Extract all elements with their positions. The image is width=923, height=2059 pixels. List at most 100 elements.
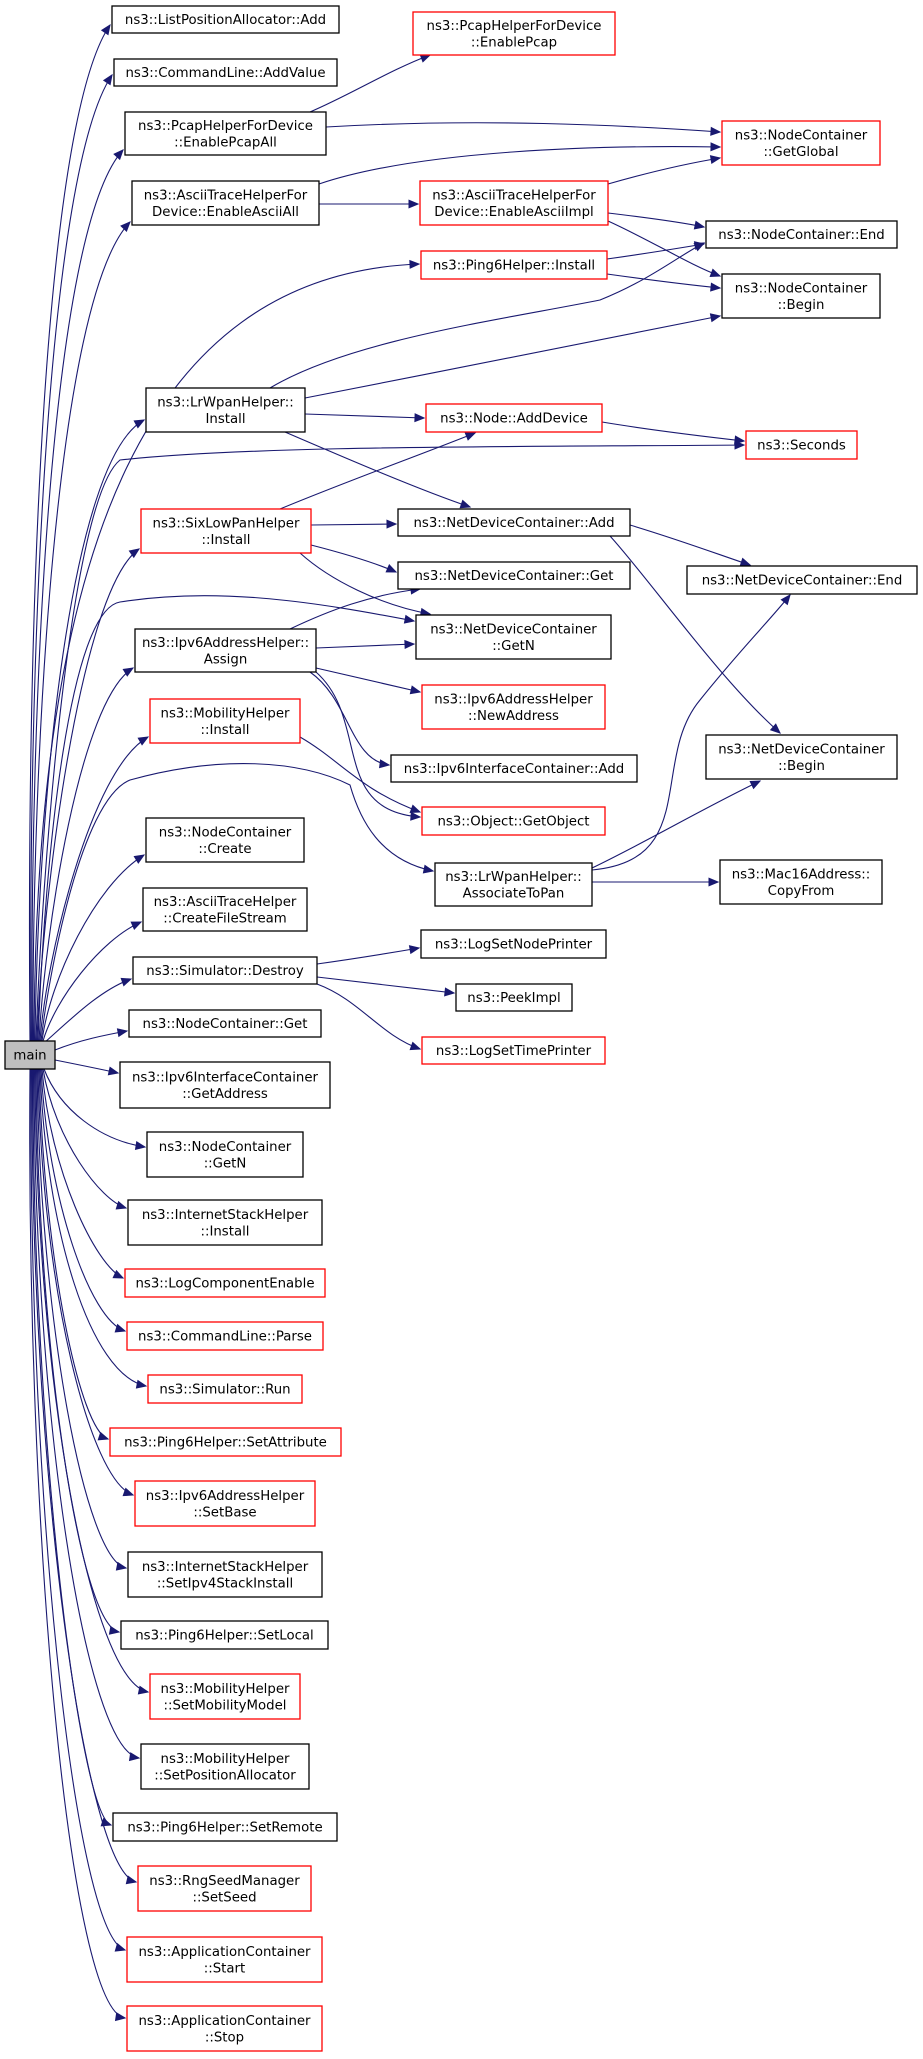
node-label: ns3::NetDeviceContainer::End [702, 574, 903, 589]
node-cl_parse[interactable]: ns3::CommandLine::Parse [126, 1321, 324, 1351]
edge-main-to-sim_destroy [43, 977, 133, 1044]
edge-line [607, 212, 705, 228]
node-ndc_get[interactable]: ns3::NetDeviceContainer::Get [397, 561, 631, 590]
node-athfd_enableasciiimpl[interactable]: ns3::AsciiTraceHelperForDevice::EnableAs… [419, 180, 609, 226]
node-mobility_setmobilitymodel[interactable]: ns3::MobilityHelper::SetMobilityModel [149, 1673, 301, 1720]
node-ping6_setremote[interactable]: ns3::Ping6Helper::SetRemote [112, 1812, 338, 1842]
edge-main-to-mobility_setpositionallocator [33, 1068, 141, 1762]
node-ndc_begin[interactable]: ns3::NetDeviceContainer::Begin [705, 734, 898, 780]
node-label: ::Install [201, 723, 250, 738]
node-box [113, 58, 338, 87]
node-seconds[interactable]: ns3::Seconds [745, 430, 858, 460]
node-lrwpan_install[interactable]: ns3::LrWpanHelper::Install [145, 387, 306, 433]
edge-main-to-lrwpan_associatetopan [40, 763, 435, 1042]
arrowhead [378, 759, 391, 769]
edge-sim_destroy-to-peekimpl [316, 976, 456, 997]
node-ndc_add[interactable]: ns3::NetDeviceContainer::Add [397, 508, 631, 537]
node-logsettimeprinter[interactable]: ns3::LogSetTimePrinter [421, 1036, 606, 1065]
node-phfd_enablepcap[interactable]: ns3::PcapHelperForDevice::EnablePcap [412, 11, 616, 56]
node-ndc_end[interactable]: ns3::NetDeviceContainer::End [686, 565, 918, 595]
node-box [140, 508, 312, 554]
node-label: ns3::PcapHelperForDevice [427, 19, 602, 34]
edge-main-to-phfd_enablepcapall [31, 149, 124, 1042]
node-node_adddevice[interactable]: ns3::Node::AddDevice [425, 403, 603, 433]
node-object_getobject[interactable]: ns3::Object::GetObject [421, 806, 606, 836]
node-label: ns3::NetDeviceContainer [718, 742, 885, 757]
node-ath_createfilestream[interactable]: ns3::AsciiTraceHelper::CreateFileStream [142, 887, 308, 932]
node-peekimpl[interactable]: ns3::PeekImpl [455, 983, 573, 1012]
edge-line [42, 921, 142, 1042]
arrowhead [125, 1875, 138, 1885]
node-label: ns3::NetDeviceContainer::Add [413, 516, 614, 531]
node-mobility_setpositionallocator[interactable]: ns3::MobilityHelper::SetPositionAllocato… [140, 1743, 310, 1790]
node-box [146, 1131, 304, 1178]
edge-line [289, 588, 421, 630]
node-nc_create[interactable]: ns3::NodeContainer::Create [145, 817, 305, 863]
node-box [745, 430, 858, 460]
node-ish_install[interactable]: ns3::InternetStackHelper::Install [127, 1199, 323, 1246]
arrowhead [404, 639, 416, 649]
node-lrwpan_associatetopan[interactable]: ns3::LrWpanHelper::AssociateToPan [434, 862, 593, 907]
node-nc_end[interactable]: ns3::NodeContainer::End [705, 220, 898, 249]
node-mac16_copyfrom[interactable]: ns3::Mac16Address::CopyFrom [719, 859, 883, 905]
node-label: ns3::NodeContainer [735, 128, 868, 143]
edge-main-to-ish_setipv4stackinstall [36, 1068, 128, 1571]
arrowhead [408, 199, 420, 209]
node-rngseed_setseed[interactable]: ns3::RngSeedManager::SetSeed [137, 1865, 312, 1912]
edge-lrwpan_install-to-ndc_add [284, 431, 472, 509]
node-ipv6ic_getaddress[interactable]: ns3::Ipv6InterfaceContainer::GetAddress [119, 1061, 331, 1109]
node-lpa_add[interactable]: ns3::ListPositionAllocator::Add [111, 5, 340, 34]
node-logsetnodeprinter[interactable]: ns3::LogSetNodePrinter [420, 929, 607, 959]
arrowhead [710, 126, 722, 136]
node-ipv6ah_setbase[interactable]: ns3::Ipv6AddressHelper::SetBase [134, 1480, 316, 1527]
arrowhead [422, 864, 435, 874]
arrowhead [113, 149, 124, 161]
node-ndc_getn[interactable]: ns3::NetDeviceContainer::GetN [415, 614, 612, 660]
node-ipv6ic_add[interactable]: ns3::Ipv6InterfaceContainer::Add [390, 754, 638, 783]
node-layer: mainns3::ListPositionAllocator::Addns3::… [4, 5, 918, 2052]
arrowhead [133, 854, 146, 864]
node-appc_start[interactable]: ns3::ApplicationContainer::Start [126, 1936, 323, 1983]
node-nc_begin[interactable]: ns3::NodeContainer::Begin [721, 273, 881, 319]
node-box [455, 983, 573, 1012]
edge-ping6_install-to-nc_begin [606, 273, 722, 292]
edge-ndc_add-to-ndc_begin [609, 535, 781, 734]
arrowhead [464, 432, 477, 441]
node-box [132, 956, 318, 985]
node-box [419, 180, 609, 226]
edge-main-to-appc_stop [29, 1068, 127, 2022]
arrowhead [122, 1487, 135, 1497]
edge-line [40, 1068, 126, 1332]
node-nc_get[interactable]: ns3::NodeContainer::Get [128, 1009, 322, 1038]
node-nc_getn[interactable]: ns3::NodeContainer::GetN [146, 1131, 304, 1178]
node-mobility_install[interactable]: ns3::MobilityHelper::Install [149, 698, 301, 744]
node-ipv6ah_newaddress[interactable]: ns3::Ipv6AddressHelper::NewAddress [421, 684, 606, 730]
node-logcomponentenable[interactable]: ns3::LogComponentEnable [124, 1268, 326, 1298]
arrowhead [710, 282, 722, 292]
node-box [137, 1865, 312, 1912]
node-label: ::SetSeed [192, 1890, 256, 1905]
edge-line [606, 273, 721, 289]
node-ipv6ah_assign[interactable]: ns3::Ipv6AddressHelper::Assign [134, 628, 317, 673]
node-label: ::GetN [492, 639, 535, 654]
edge-main-to-ipv6ah_assign [38, 667, 135, 1042]
node-label: ::SetPositionAllocator [154, 1768, 296, 1783]
node-sim_destroy[interactable]: ns3::Simulator::Destroy [132, 956, 318, 985]
node-box [120, 1620, 329, 1650]
node-nc_getglobal[interactable]: ns3::NodeContainer::GetGlobal [721, 120, 881, 166]
node-label: ns3::Ping6Helper::SetLocal [135, 1629, 314, 1644]
arrowhead [444, 987, 456, 997]
node-ish_setipv4stackinstall[interactable]: ns3::InternetStackHelper::SetIpv4StackIn… [127, 1551, 323, 1598]
node-ping6_setlocal[interactable]: ns3::Ping6Helper::SetLocal [120, 1620, 329, 1650]
node-appc_stop[interactable]: ns3::ApplicationContainer::Stop [126, 2005, 323, 2052]
node-ping6_install[interactable]: ns3::Ping6Helper::Install [420, 250, 608, 280]
node-athfd_enableasciiall[interactable]: ns3::AsciiTraceHelperForDevice::EnableAs… [131, 180, 320, 226]
edge-line [30, 74, 113, 1042]
node-sim_run[interactable]: ns3::Simulator::Run [147, 1374, 303, 1404]
node-phfd_enablepcapall[interactable]: ns3::PcapHelperForDevice::EnablePcapAll [124, 111, 327, 156]
node-cl_addvalue[interactable]: ns3::CommandLine::AddValue [113, 58, 338, 87]
arrowhead [386, 519, 398, 529]
node-sixlowpan_install[interactable]: ns3::SixLowPanHelper::Install [140, 508, 312, 554]
node-ping6_setattribute[interactable]: ns3::Ping6Helper::SetAttribute [109, 1427, 342, 1457]
edge-lrwpan_install-to-node_adddevice [304, 413, 426, 423]
